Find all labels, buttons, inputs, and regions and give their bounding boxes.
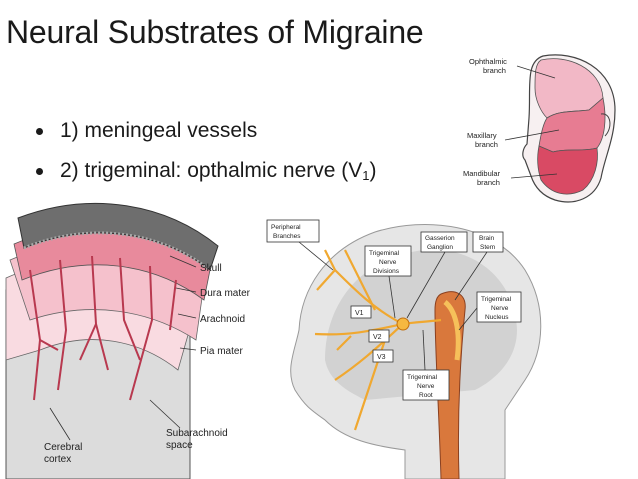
bullet-text: 1) meningeal vessels	[60, 119, 258, 142]
skull-label: Skull	[200, 263, 222, 274]
bullet-suffix: )	[369, 159, 377, 182]
mandibular-region	[537, 145, 598, 195]
dura-label: Dura mater	[200, 288, 251, 299]
bullet-item-trigeminal: 2) trigeminal: opthalmic nerve (V1)	[36, 156, 377, 196]
brainstem-label-1: Brain	[479, 235, 495, 242]
nucleus-label-1: Trigeminal	[481, 296, 512, 303]
peripheral-label-1: Peripheral	[271, 224, 301, 231]
face-branches-diagram: Ophthalmic branch Maxillary branch Mandi…	[463, 54, 616, 203]
divisions-label-2: Nerve	[379, 259, 397, 266]
skull-shading	[325, 249, 517, 400]
mandibular-label-2: branch	[477, 178, 500, 187]
meninges-pointers	[49, 255, 197, 441]
trigeminal-head-diagram: Peripheral Branches Trigeminal Nerve Div…	[266, 219, 542, 479]
v3-label: V3	[377, 354, 386, 361]
bullet-subscript: 1	[362, 168, 370, 183]
subarachnoid-label-2: space	[166, 440, 193, 451]
divisions-label-3: Divisions	[373, 268, 400, 275]
bullet-list: 1) meningeal vessels 2) trigeminal: opth…	[36, 116, 377, 196]
arachnoid-label: Arachnoid	[200, 314, 245, 325]
nucleus-label-3: Nucleus	[485, 314, 509, 321]
peripheral-label-2: Branches	[273, 233, 301, 240]
slide-title: Neural Substrates of Migraine	[6, 14, 424, 50]
ear-shape	[600, 113, 611, 137]
mandibular-label-1: Mandibular	[463, 169, 501, 178]
pia-label: Pia mater	[200, 346, 243, 357]
bullet-item-meningeal: 1) meningeal vessels	[36, 116, 377, 156]
ophthalmic-pointer	[516, 65, 556, 79]
ganglion-label-2: Ganglion	[427, 244, 453, 251]
v1-label: V1	[355, 310, 364, 317]
brainstem-label-2: Stem	[480, 244, 495, 251]
trigeminal-nucleus	[443, 300, 461, 361]
cortex-label-1: Cerebral	[44, 442, 82, 453]
maxillary-pointer	[504, 129, 560, 141]
maxillary-label-1: Maxillary	[467, 131, 497, 140]
maxillary-label-2: branch	[475, 140, 498, 149]
ganglion-label-1: Gasserion	[425, 235, 455, 242]
root-label-1: Trigeminal	[407, 374, 438, 381]
cortex-label-2: cortex	[44, 454, 71, 465]
head-label-boxes	[266, 219, 522, 401]
ophthalmic-label-2: branch	[483, 66, 506, 75]
root-label-2: Nerve	[417, 383, 435, 390]
root-label-3: Root	[419, 392, 433, 399]
bullet-text: 2) trigeminal: opthalmic nerve (V	[60, 159, 363, 182]
blood-vessels	[29, 255, 177, 401]
nucleus-label-2: Nerve	[491, 305, 509, 312]
head-pointers	[298, 241, 488, 371]
v2-label: V2	[373, 334, 382, 341]
skull-texture	[23, 231, 211, 272]
ophthalmic-label-1: Ophthalmic	[469, 57, 507, 66]
subarachnoid-label-1: Subarachnoid	[166, 428, 228, 439]
meninges-diagram: Skull Dura mater Arachnoid Pia mater Sub…	[5, 202, 251, 479]
gasserian-ganglion	[396, 317, 410, 331]
mandibular-pointer	[510, 173, 558, 179]
divisions-label-1: Trigeminal	[369, 250, 400, 257]
